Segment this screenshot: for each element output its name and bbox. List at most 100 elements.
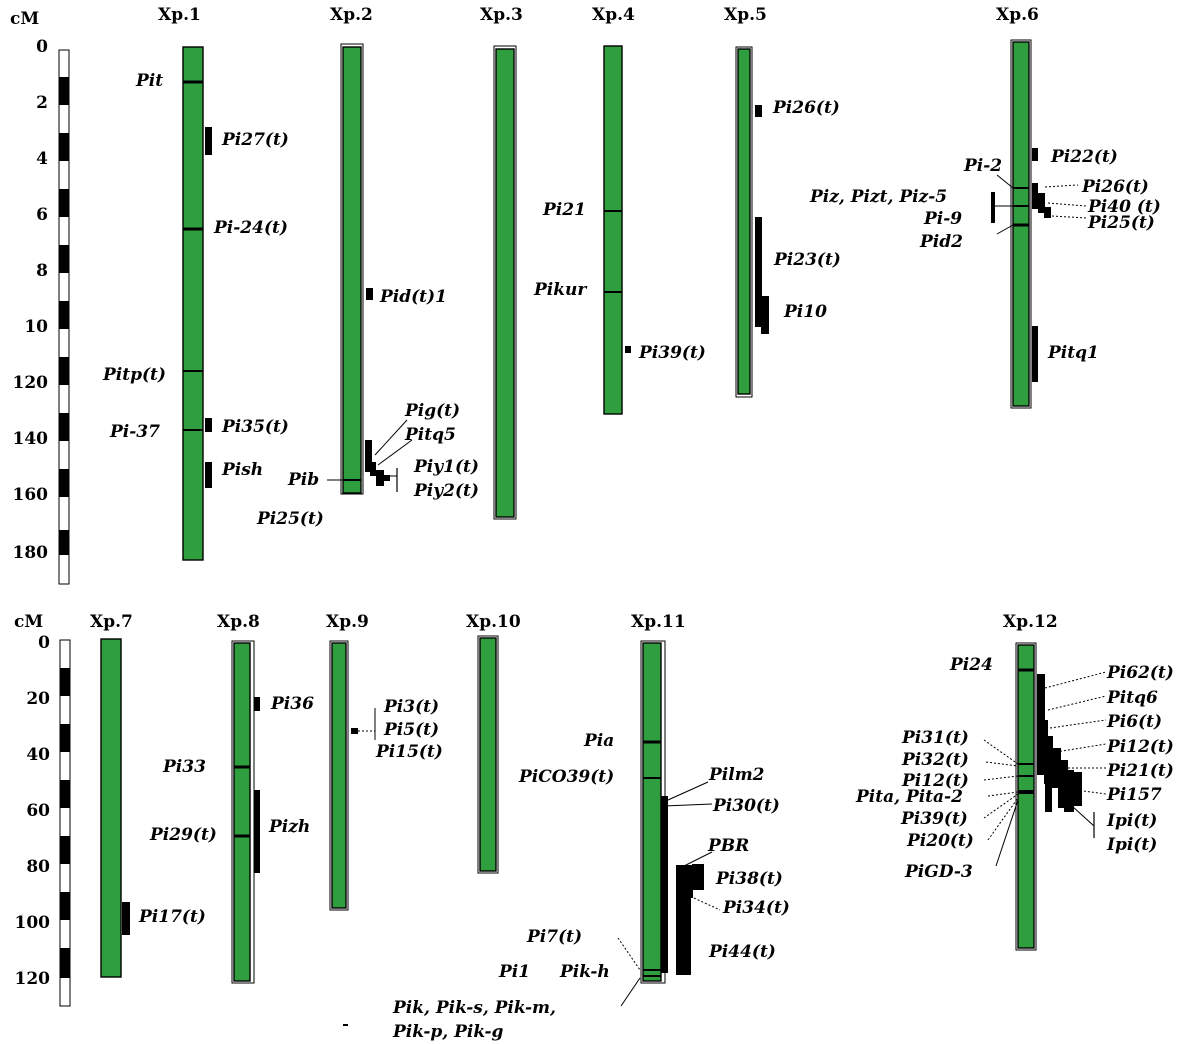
gene-label-pi5: Pi5(t) xyxy=(383,720,439,740)
gene-label-pi26b: Pi26(t) xyxy=(1081,177,1149,197)
gene-label-pi21: Pi21 xyxy=(542,200,586,220)
chromosome-xp5: Xp.5 Pi26(t) Pi23(t) Pi10 xyxy=(724,5,841,398)
gene-label-pi35: Pi35(t) xyxy=(221,417,289,437)
tick-label: 120 xyxy=(13,373,49,393)
chromosome-xp10: Xp.10 xyxy=(466,612,521,874)
scale-ruler-top: cM 0 2 4 6 8 10 120 140 160 180 xyxy=(10,9,70,585)
gene-label-pi25: Pi25(t) xyxy=(256,509,324,529)
gene-label-pitp: Pitp(t) xyxy=(102,365,166,385)
chromosome-title: Xp.9 xyxy=(326,612,369,632)
chromosome-title: Xp.7 xyxy=(90,612,133,632)
gene-label-piy2: Piy2(t) xyxy=(413,481,479,501)
chromosome-title: Xp.5 xyxy=(724,5,767,25)
gene-label-pig: Pig(t) xyxy=(404,401,460,421)
tick-label: 0 xyxy=(36,37,48,57)
tick-label: 2 xyxy=(36,93,48,113)
chromosome-xp6: Xp.6 Pi-2 Piz, Pizt, Piz-5 Pi-9 Pid2 Pi2… xyxy=(809,5,1161,409)
gene-label-pit: Pit xyxy=(135,71,163,91)
gene-label-pilm2: Pilm2 xyxy=(708,765,765,785)
chromosome-title: Xp.10 xyxy=(466,612,521,632)
chromosome-xp3: Xp.3 xyxy=(480,5,523,520)
chromosome-xp4: Xp.4 Pi21 Pikur Pi39(t) xyxy=(533,5,706,415)
tick-label: 160 xyxy=(13,485,49,505)
chromosome-title: Xp.12 xyxy=(1003,612,1058,632)
tick-label: 8 xyxy=(36,261,48,281)
chromosome-xp1: Xp.1 Pit Pi27(t) Pi-24(t) Pitp(t) Pi-37 … xyxy=(102,5,289,561)
scale-ruler-bottom: cM 0 20 40 60 80 100 120 xyxy=(14,612,71,1007)
gene-label-pi9: Pi-9 xyxy=(923,209,962,229)
chromosome-title: Xp.1 xyxy=(158,5,201,25)
gene-label-pi24: Pi-24(t) xyxy=(213,218,288,238)
gene-label-pi39: Pi39(t) xyxy=(638,343,706,363)
gene-label-pi33: Pi33 xyxy=(162,757,206,777)
gene-label-pitq5: Pitq5 xyxy=(404,425,456,445)
gene-label-pib: Pib xyxy=(287,470,319,490)
tick-label: 10 xyxy=(24,317,48,337)
gene-label-pi21b: Pi21(t) xyxy=(1106,761,1174,781)
gene-label-pikh: Pik-h xyxy=(559,962,610,982)
gene-label-pi17: Pi17(t) xyxy=(138,907,206,927)
gene-label-pi24b: Pi24 xyxy=(949,655,993,675)
gene-label-pi37: Pi-37 xyxy=(109,422,160,442)
gene-label-pi2: Pi-2 xyxy=(963,156,1002,176)
unit-label-bottom: cM xyxy=(14,612,43,632)
chromosome-xp11: Xp.11 Pia PiCO39(t) Pilm2 Pi30(t) PBR Pi… xyxy=(343,612,790,1042)
chromosome-xp12: Xp.12 Pi24 Pi62(t) Pitq6 Pi6(t) Pi1 xyxy=(855,612,1174,951)
tick-label: 4 xyxy=(36,149,48,169)
gene-label-pi62: Pi62(t) xyxy=(1106,663,1174,683)
gene-label-pidt1: Pid(t)1 xyxy=(379,287,447,307)
chromosome-title: Xp.11 xyxy=(631,612,686,632)
gene-label-pi44: Pi44(t) xyxy=(708,942,776,962)
tick-label: 80 xyxy=(26,857,50,877)
gene-label-pitq6: Pitq6 xyxy=(1106,688,1158,708)
chromosome-xp7: Xp.7 Pi17(t) xyxy=(90,612,206,978)
gene-label-pi12b: Pi12(t) xyxy=(901,771,969,791)
tick-label: 140 xyxy=(13,429,49,449)
gene-label-pi157: Pi157 xyxy=(1106,785,1162,805)
gene-label-pbr: PBR xyxy=(707,836,749,856)
gene-label-pizh: Pizh xyxy=(268,817,310,837)
gene-label-pi26: Pi26(t) xyxy=(772,98,840,118)
gene-label-pico39: PiCO39(t) xyxy=(518,767,614,787)
gene-label-pi6: Pi6(t) xyxy=(1106,712,1162,732)
gene-label-pi32: Pi32(t) xyxy=(901,750,969,770)
gene-label-pi40: Pi40 (t) xyxy=(1087,197,1161,217)
tick-label: 40 xyxy=(26,745,50,765)
gene-label-pi39b: Pi39(t) xyxy=(900,809,968,829)
gene-label-pita: Pita, Pita-2 xyxy=(855,787,963,807)
chromosome-title: Xp.2 xyxy=(330,5,373,25)
gene-label-pikur: Pikur xyxy=(533,280,587,300)
gene-label-pid2: Pid2 xyxy=(919,232,963,252)
gene-label-pi27: Pi27(t) xyxy=(221,130,289,150)
tick-label: 180 xyxy=(13,543,49,563)
gene-label-pik-line1: Pik, Pik-s, Pik-m, xyxy=(392,998,556,1018)
chromosome-title: Xp.6 xyxy=(996,5,1039,25)
gene-label-pi31: Pi31(t) xyxy=(901,728,969,748)
gene-label-pik-line2: Pik-p, Pik-g xyxy=(392,1022,503,1042)
gene-label-pi7: Pi7(t) xyxy=(526,927,582,947)
gene-label-pitq1: Pitq1 xyxy=(1047,343,1099,363)
tick-label: 100 xyxy=(15,913,51,933)
tick-label: 60 xyxy=(26,801,50,821)
gene-label-pi29: Pi29(t) xyxy=(149,825,217,845)
gene-label-pi10: Pi10 xyxy=(783,302,827,322)
gene-label-pi25b: Pi25(t) xyxy=(1087,213,1155,233)
chromosome-xp2: Xp.2 Pid(t)1 Pig(t) Pitq5 Piy1(t) Piy2(t… xyxy=(256,5,479,529)
tick-label: 6 xyxy=(36,205,48,225)
gene-label-piy1: Piy1(t) xyxy=(413,457,479,477)
gene-label-pi38: Pi38(t) xyxy=(715,869,783,889)
chromosome-title: Xp.4 xyxy=(592,5,635,25)
chromosome-xp8: Xp.8 Pi36 Pi33 Pi29(t) Pizh xyxy=(149,612,314,984)
chromosome-xp9: Xp.9 Pi3(t) Pi5(t) Pi15(t) xyxy=(326,612,443,911)
gene-label-ipi2: Ipi(t) xyxy=(1106,835,1157,855)
chromosome-title: Xp.8 xyxy=(217,612,260,632)
gene-label-pish: Pish xyxy=(221,460,263,480)
gene-label-pi1: Pi1 xyxy=(498,962,530,982)
tick-label: 20 xyxy=(26,689,50,709)
gene-label-pi23: Pi23(t) xyxy=(773,250,841,270)
gene-label-pi15: Pi15(t) xyxy=(375,742,443,762)
unit-label-top: cM xyxy=(10,9,39,29)
gene-label-pigd3: PiGD-3 xyxy=(904,862,973,882)
chromosome-title: Xp.3 xyxy=(480,5,523,25)
